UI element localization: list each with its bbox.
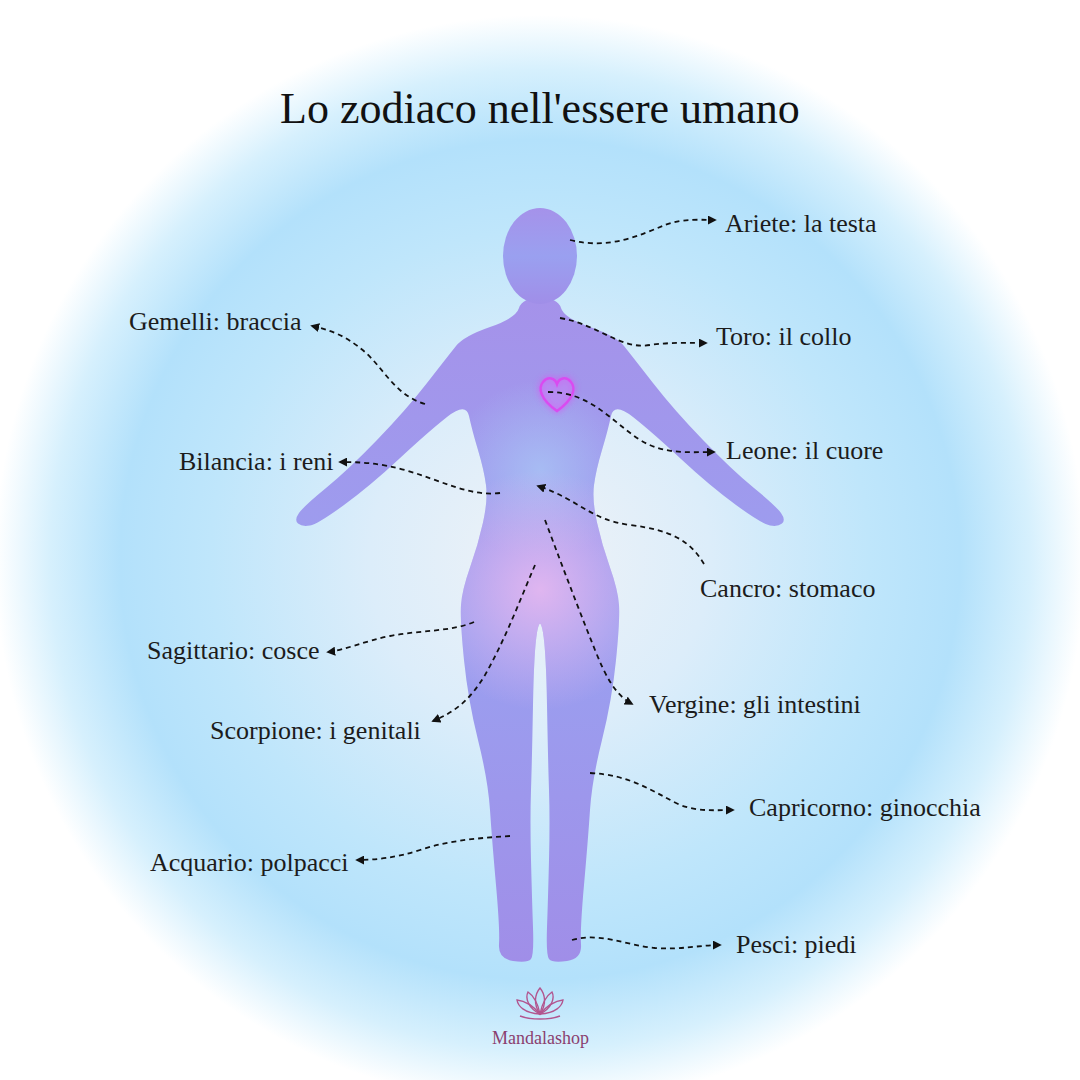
leader-line: [538, 486, 704, 564]
body-glow: [296, 298, 784, 962]
leader-line: [433, 565, 535, 721]
leader-line: [357, 836, 510, 860]
leader-line: [560, 318, 706, 346]
zodiac-label: Cancro: stomaco: [700, 574, 875, 604]
leader-line: [545, 520, 632, 704]
zodiac-label: Sagittario: cosce: [147, 636, 320, 666]
leader-lines: [312, 220, 733, 949]
lotus-logo: [517, 988, 563, 1019]
zodiac-label: Scorpione: i genitali: [210, 716, 421, 746]
zodiac-label: Leone: il cuore: [726, 436, 883, 466]
diagram-title: Lo zodiaco nell'essere umano: [280, 83, 800, 134]
leader-line: [328, 622, 474, 652]
leader-line: [572, 937, 720, 948]
zodiac-label: Vergine: gli intestini: [649, 690, 861, 720]
zodiac-label: Pesci: piedi: [736, 930, 857, 960]
head: [503, 208, 577, 304]
zodiac-label: Ariete: la testa: [725, 209, 877, 239]
body-outline: [296, 298, 784, 962]
leader-line: [590, 773, 733, 810]
zodiac-label: Capricorno: ginocchia: [749, 793, 981, 823]
leader-line: [570, 220, 715, 244]
zodiac-label: Gemelli: braccia: [129, 307, 302, 337]
leader-line: [548, 392, 714, 452]
zodiac-label: Toro: il collo: [716, 322, 851, 352]
zodiac-label: Bilancia: i reni: [179, 447, 334, 477]
brand-watermark: Mandalashop: [492, 1028, 589, 1049]
leader-line: [312, 326, 425, 404]
leader-line: [340, 462, 500, 494]
zodiac-label: Acquario: polpacci: [150, 848, 349, 878]
body-glow: [296, 298, 784, 962]
